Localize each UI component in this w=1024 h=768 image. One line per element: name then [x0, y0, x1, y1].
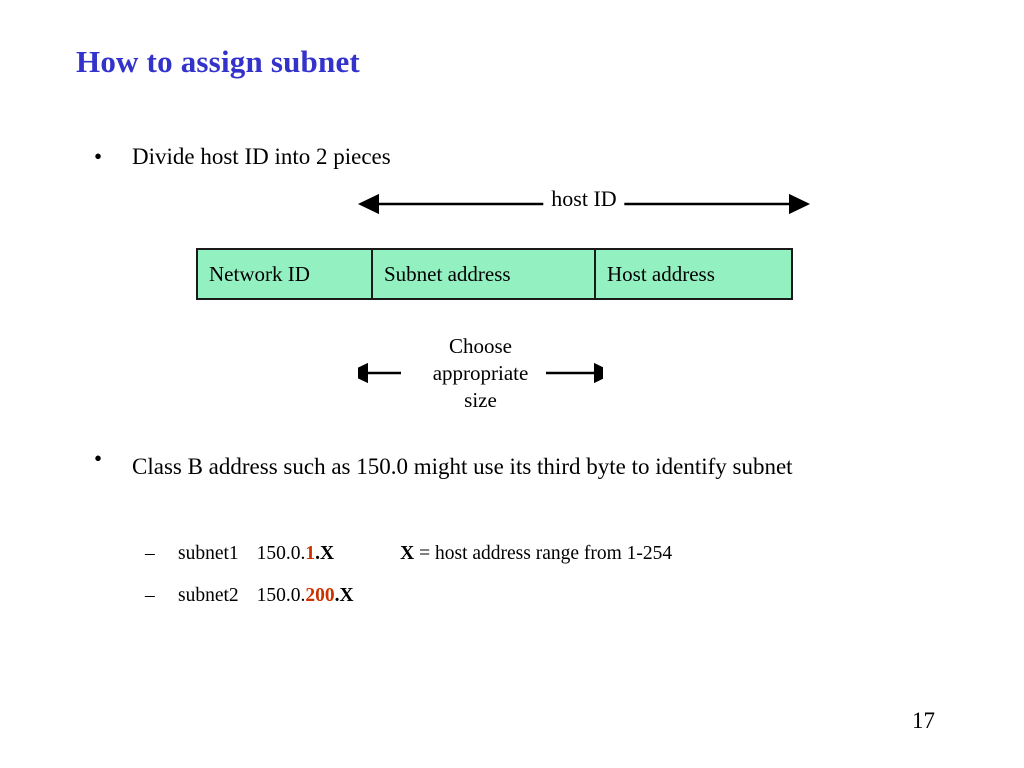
- bullet-marker-icon: •: [94, 144, 103, 169]
- table-cell-host-address: Host address: [607, 261, 715, 286]
- sub-bullet-2-prefix: 150.0.: [256, 585, 306, 606]
- sub-bullet-1-note-rest: = host address range from 1-254: [414, 543, 673, 564]
- bullet-text-1: Divide host ID into 2 pieces: [132, 144, 391, 169]
- host-id-arrow-group: host ID: [357, 188, 811, 220]
- bullet-item-1: • Divide host ID into 2 pieces: [94, 145, 391, 168]
- sub-bullet-2-name: subnet2: [178, 585, 239, 606]
- table-cell-network-id: Network ID: [198, 250, 373, 298]
- page-title: How to assign subnet: [76, 44, 360, 79]
- sub-bullet-1-name: subnet1: [178, 543, 239, 564]
- sub-bullet-dash-icon: –: [145, 585, 155, 606]
- host-id-label: host ID: [543, 188, 625, 210]
- sub-bullet-1-highlight: 1: [305, 543, 316, 564]
- choose-note-line-3: size: [464, 387, 497, 412]
- choose-size-note: Choose appropriate size: [358, 333, 603, 414]
- bullet-marker-icon: •: [94, 446, 103, 471]
- sub-bullet-1-prefix: 150.0.: [256, 543, 306, 564]
- sub-bullet-2-highlight: 200: [305, 585, 335, 606]
- sub-bullet-dash-icon: –: [145, 543, 155, 564]
- address-field-table: Network ID Subnet address Host address: [196, 248, 793, 300]
- table-cell-subnet-address: Subnet address: [373, 250, 596, 298]
- sub-bullet-1-dot: .: [315, 543, 321, 564]
- bullet-item-2: • Class B address such as 150.0 might us…: [94, 447, 954, 487]
- sub-bullet-2-dot: .: [334, 585, 340, 606]
- sub-bullet-1-suffix: X: [320, 543, 335, 564]
- sub-bullet-2-suffix: X: [339, 585, 354, 606]
- choose-note-line-1: Choose: [449, 334, 512, 358]
- sub-bullet-1-note-var: X: [400, 543, 415, 564]
- page-number: 17: [912, 708, 935, 733]
- bullet-text-2: Class B address such as 150.0 might use …: [132, 454, 793, 479]
- sub-bullet-item-2: – subnet2 150.0.200.X: [145, 585, 354, 607]
- sub-bullet-item-1: – subnet1 150.0.1.X X = host address ran…: [145, 543, 672, 565]
- choose-note-line-2: appropriate: [432, 360, 529, 385]
